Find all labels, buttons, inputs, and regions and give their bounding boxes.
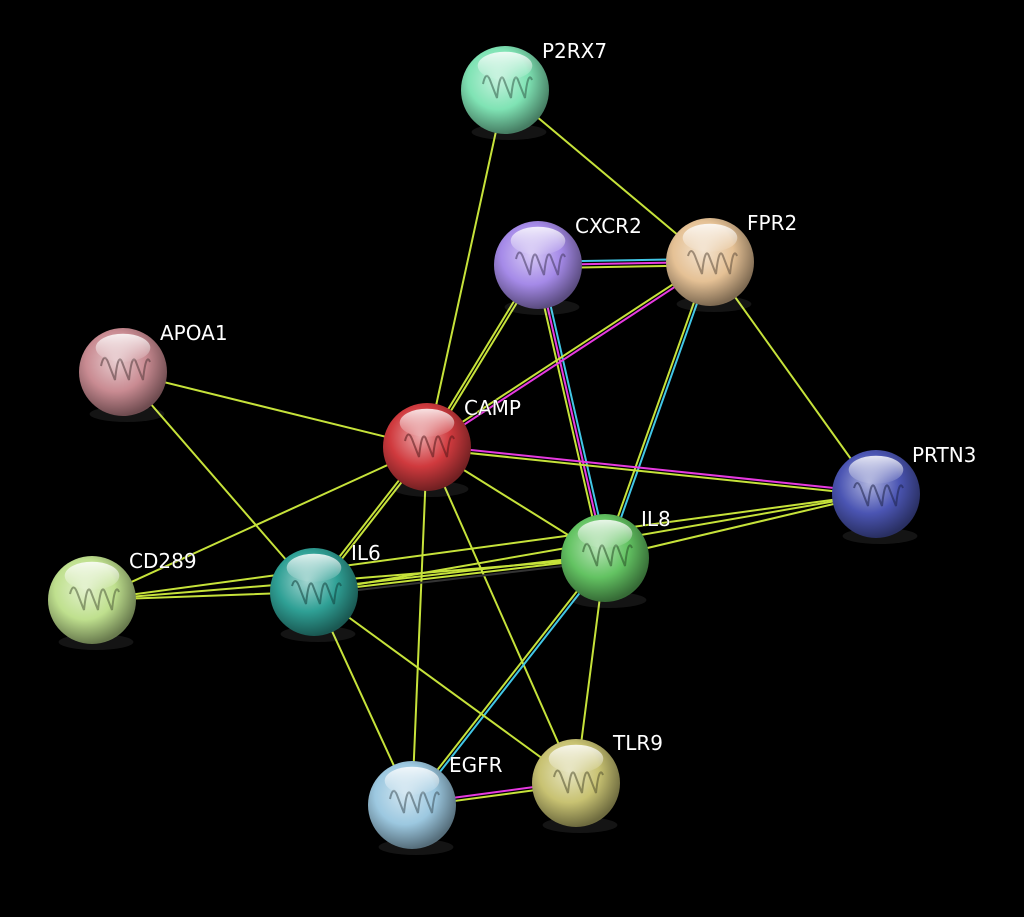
edge-prtn3-cd289 xyxy=(91,493,877,601)
protein-structure-icon xyxy=(515,251,566,276)
edge-line-textmining xyxy=(313,591,577,784)
node-highlight xyxy=(95,333,151,362)
protein-structure-icon xyxy=(404,433,455,458)
edge-line-textmining xyxy=(91,446,428,601)
edge-p2rx7-camp xyxy=(426,89,506,448)
edge-line-experiment xyxy=(537,264,606,559)
node-il6[interactable]: IL6 xyxy=(270,541,381,642)
edge-il6-tlr9 xyxy=(313,591,577,784)
edge-line-textmining xyxy=(425,447,877,497)
node-tlr9[interactable]: TLR9 xyxy=(532,731,663,833)
node-cxcr2[interactable]: CXCR2 xyxy=(494,214,642,315)
node-highlight xyxy=(64,561,120,590)
edge-line-experiment xyxy=(426,444,878,494)
edge-line-textmining xyxy=(409,556,605,806)
protein-structure-icon xyxy=(687,250,738,275)
node-highlight xyxy=(510,226,566,255)
node-label: EGFR xyxy=(449,753,503,777)
edge-line-textmining xyxy=(602,260,710,559)
node-label: CAMP xyxy=(464,396,521,420)
node-p2rx7[interactable]: P2RX7 xyxy=(461,39,607,140)
node-label: CD289 xyxy=(129,549,197,573)
edge-line-textmining xyxy=(122,371,428,448)
node-label: FPR2 xyxy=(747,211,797,235)
edge-line-database xyxy=(412,557,608,807)
edge-prtn3-il8 xyxy=(604,493,877,559)
node-highlight xyxy=(477,51,533,80)
node-highlight xyxy=(682,223,738,252)
node-label: TLR9 xyxy=(612,731,663,755)
node-camp[interactable]: CAMP xyxy=(383,396,521,497)
edge-camp-cd289 xyxy=(91,446,428,601)
edge-fpr2-prtn3 xyxy=(709,261,877,495)
edge-line-textmining xyxy=(411,446,428,806)
node-highlight xyxy=(848,455,904,484)
edge-line-textmining xyxy=(426,446,577,784)
protein-structure-icon xyxy=(853,482,904,507)
node-il8[interactable]: IL8 xyxy=(561,507,671,608)
edge-fpr2-il8 xyxy=(602,260,713,560)
edge-camp-tlr9 xyxy=(426,446,577,784)
node-label: APOA1 xyxy=(160,321,228,345)
edge-cxcr2-il8 xyxy=(533,263,610,560)
edge-line-textmining xyxy=(313,557,606,593)
edge-fpr2-camp xyxy=(425,259,712,450)
edge-line-database xyxy=(605,261,713,560)
node-highlight xyxy=(548,744,604,773)
edge-line-textmining xyxy=(122,371,315,593)
node-prtn3[interactable]: PRTN3 xyxy=(832,443,977,544)
edge-line-textmining xyxy=(533,264,603,560)
protein-structure-icon xyxy=(582,542,633,567)
node-highlight xyxy=(384,766,440,795)
edge-line-database xyxy=(540,263,610,559)
node-highlight xyxy=(399,408,455,437)
edge-camp-prtn3 xyxy=(425,444,878,497)
node-cd289[interactable]: CD289 xyxy=(48,549,197,650)
edge-line-textmining xyxy=(312,553,606,590)
edge-line-textmining xyxy=(604,493,877,559)
edge-line-coexpression xyxy=(313,560,607,597)
node-fpr2[interactable]: FPR2 xyxy=(666,211,797,312)
node-egfr[interactable]: EGFR xyxy=(368,753,503,855)
node-label: PRTN3 xyxy=(912,443,976,467)
edge-line-textmining xyxy=(709,261,877,495)
protein-structure-icon xyxy=(553,769,604,794)
node-highlight xyxy=(577,519,633,548)
node-label: CXCR2 xyxy=(575,214,642,238)
node-highlight xyxy=(286,553,342,582)
edge-apoa1-camp xyxy=(122,371,428,448)
edge-il8-il6 xyxy=(312,553,607,597)
protein-structure-icon xyxy=(389,789,440,814)
edge-il8-egfr xyxy=(409,556,608,807)
node-label: IL6 xyxy=(351,541,381,565)
edge-line-textmining xyxy=(425,259,711,447)
edge-line-textmining xyxy=(426,89,506,448)
node-label: IL8 xyxy=(641,507,671,531)
protein-structure-icon xyxy=(291,580,342,605)
edge-line-textmining xyxy=(91,493,877,601)
protein-structure-icon xyxy=(482,74,533,99)
node-label: P2RX7 xyxy=(542,39,607,63)
edge-line-textmining xyxy=(504,89,711,263)
protein-structure-icon xyxy=(100,356,151,381)
edge-camp-egfr xyxy=(411,446,428,806)
protein-structure-icon xyxy=(69,586,120,611)
edge-line-experiment xyxy=(426,262,712,450)
edge-p2rx7-fpr2 xyxy=(504,89,711,263)
node-apoa1[interactable]: APOA1 xyxy=(79,321,228,422)
edge-apoa1-il6 xyxy=(122,371,315,593)
